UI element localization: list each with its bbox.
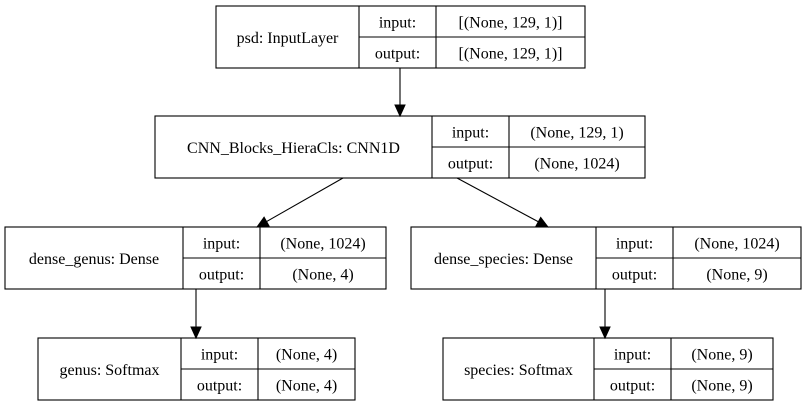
output-shape: (None, 9) — [706, 267, 767, 284]
input-shape: (None, 1024) — [694, 236, 779, 253]
input-shape: (None, 1024) — [280, 236, 365, 253]
layer-node-genus: genus: Softmax input: output: (None, 4) (Non… — [37, 337, 356, 401]
output-label: output: — [448, 156, 493, 173]
input-label: input: — [379, 15, 416, 32]
input-label: input: — [614, 347, 651, 364]
layer-node-psd: psd: InputLayer input: output: [(None, 129,… — [215, 5, 586, 69]
edge-line — [266, 177, 344, 223]
edge-dense-species-to-species — [599, 289, 611, 340]
edge-psd-to-cnn — [394, 68, 406, 118]
layer-name: dense_genus: Dense — [29, 251, 159, 268]
output-shape: (None, 1024) — [534, 156, 619, 173]
input-label: input: — [201, 347, 238, 364]
output-label: output: — [199, 267, 244, 284]
layer-node-dense-genus: dense_genus: Dense input: output: (None, 10… — [4, 226, 387, 290]
layer-node-cnn: CNN_Blocks_HieraCls: CNN1D input: output: (… — [154, 115, 646, 179]
input-label: input: — [203, 236, 240, 253]
arrowhead-icon — [255, 216, 270, 228]
input-shape: (None, 9) — [691, 347, 752, 364]
edge-cnn-to-dense-species — [456, 177, 550, 228]
output-shape: (None, 4) — [276, 378, 337, 395]
output-label: output: — [612, 267, 657, 284]
input-shape: [(None, 129, 1)] — [459, 15, 563, 32]
output-shape: (None, 9) — [691, 378, 752, 395]
layer-name: CNN_Blocks_HieraCls: CNN1D — [187, 140, 400, 157]
arrowhead-icon — [190, 326, 202, 340]
edge-line — [456, 177, 539, 223]
layer-name: species: Softmax — [464, 362, 573, 379]
edge-cnn-to-dense-genus — [255, 177, 344, 228]
layer-name: genus: Softmax — [60, 362, 160, 379]
edge-dense-genus-to-genus — [190, 289, 202, 340]
output-label: output: — [375, 46, 420, 63]
arrowhead-icon — [599, 326, 611, 340]
layer-name: dense_species: Dense — [434, 251, 573, 268]
layer-name: psd: InputLayer — [237, 30, 339, 47]
input-label: input: — [452, 125, 489, 142]
arrowhead-icon — [535, 216, 550, 228]
input-label: input: — [616, 236, 653, 253]
output-shape: (None, 4) — [292, 267, 353, 284]
input-shape: (None, 4) — [276, 347, 337, 364]
output-label: output: — [610, 378, 655, 395]
layer-node-species: species: Softmax input: output: (None, 9) (N… — [442, 337, 774, 401]
arrowhead-icon — [394, 104, 406, 118]
output-label: output: — [197, 378, 242, 395]
input-shape: (None, 129, 1) — [530, 125, 623, 142]
layer-node-dense-species: dense_species: Dense input: output: (None, … — [410, 226, 802, 290]
output-shape: [(None, 129, 1)] — [459, 46, 563, 63]
